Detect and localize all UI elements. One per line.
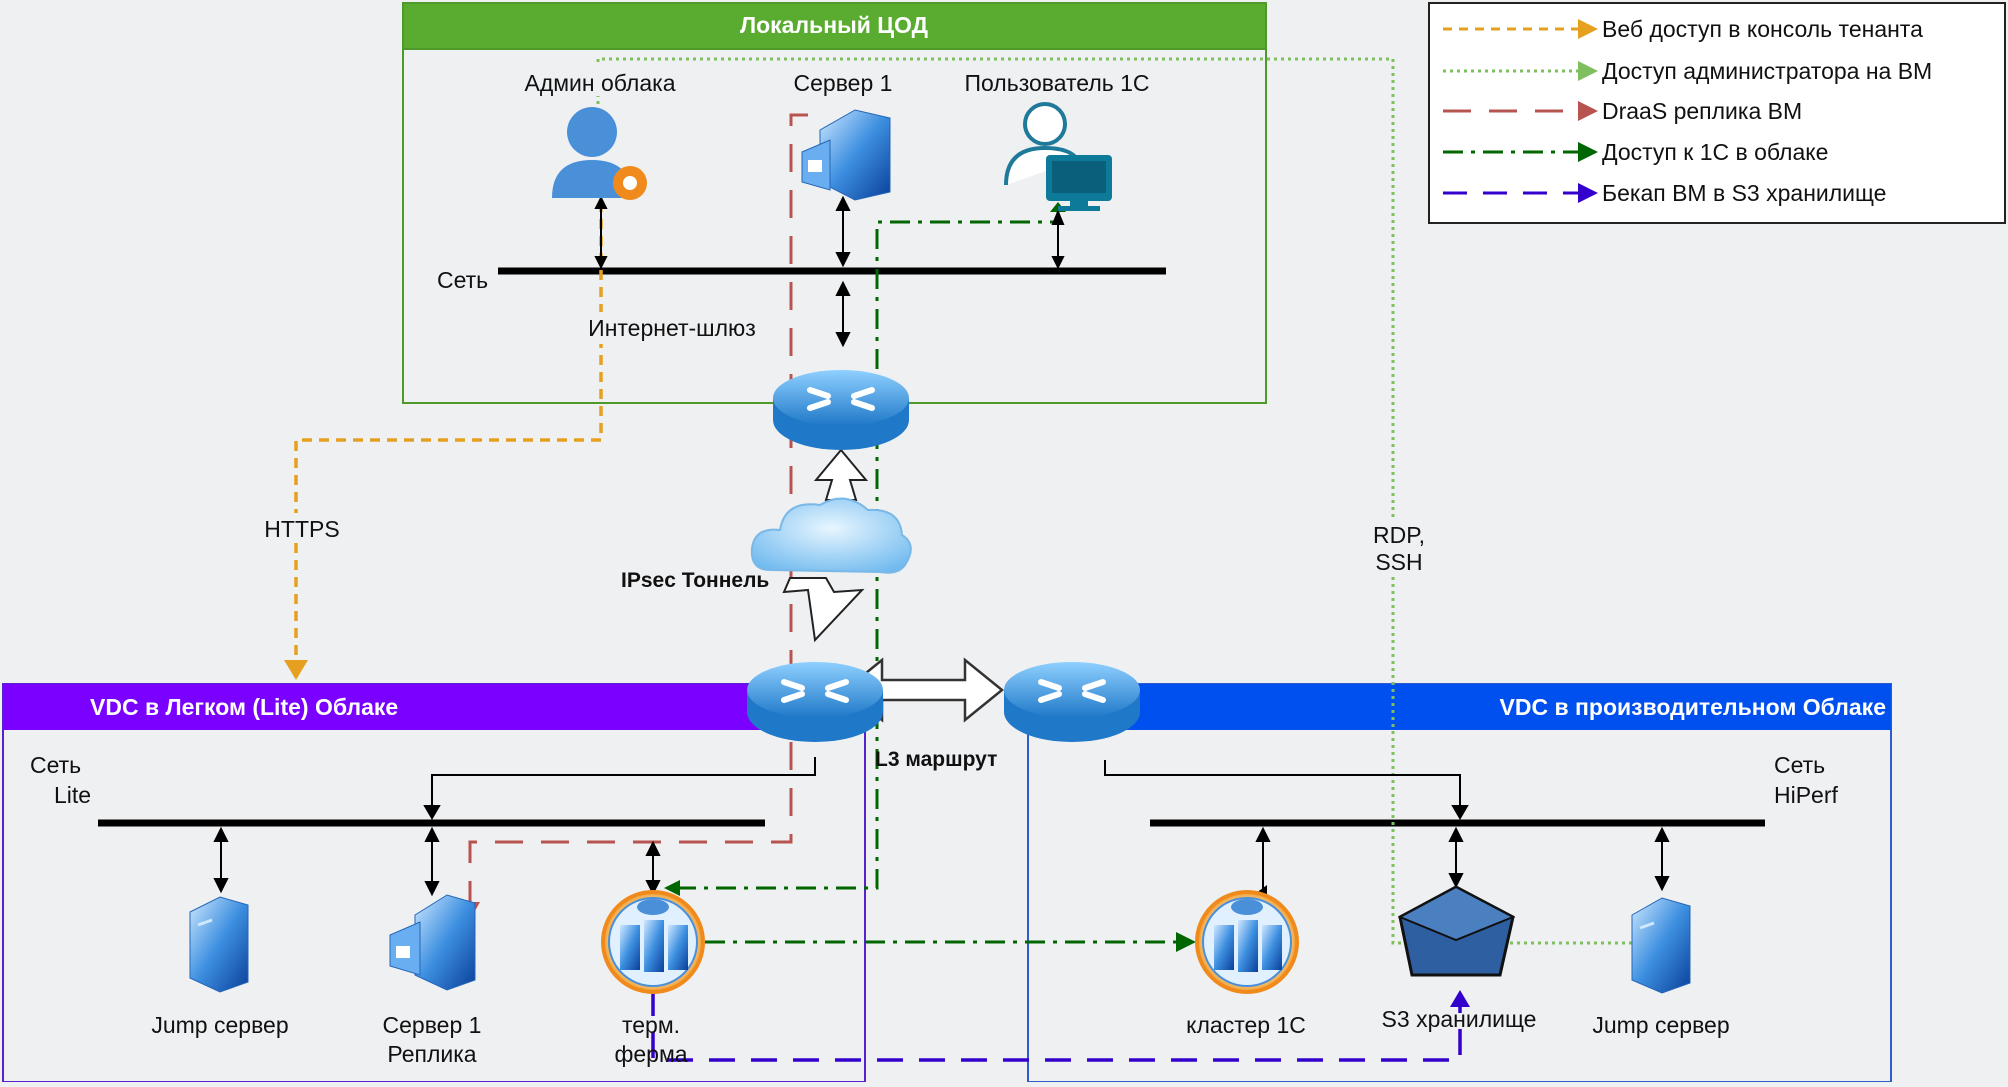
- cluster-label: кластер 1С: [1186, 1012, 1306, 1038]
- lite-router-icon: [747, 662, 883, 742]
- legend-item-backup: Бекап ВМ в S3 хранилище: [1602, 180, 1886, 206]
- hiperf-jump-label: Jump сервер: [1592, 1012, 1729, 1038]
- lite-links: [213, 757, 816, 897]
- lite-jump-server-icon: [189, 896, 249, 993]
- legend-item-admin: Доступ администратора на ВМ: [1602, 58, 1932, 84]
- legend-item-draas: DraaS реплика ВМ: [1602, 98, 1802, 124]
- https-label: HTTPS: [264, 516, 339, 542]
- l3-route-label: L3 маршрут: [875, 748, 997, 771]
- server1-icon: [801, 109, 891, 201]
- hiperf-network-label-1: Сеть: [1774, 752, 1825, 778]
- s3-label: S3 хранилище: [1382, 1006, 1537, 1032]
- farm-label-1: терм.: [622, 1012, 680, 1038]
- hiperf-vdc-title: VDC в производительном Облаке: [1500, 694, 1886, 720]
- cluster-1c-icon: [1195, 890, 1299, 994]
- terminal-farm-icon: [601, 890, 705, 994]
- replica-label-2: Реплика: [387, 1041, 476, 1067]
- local-dc-title: Локальный ЦОД: [740, 12, 928, 38]
- hiperf-links: [1104, 760, 1670, 905]
- local-dc-container: Локальный ЦОД: [402, 2, 1267, 404]
- internet-cloud-icon: [750, 497, 912, 574]
- farm-label-2: ферма: [614, 1041, 687, 1067]
- rdp-label: RDP,: [1373, 522, 1425, 548]
- lite-vdc-title: VDC в Легком (Lite) Облаке: [90, 694, 398, 720]
- admin-user-icon: [552, 107, 647, 200]
- lite-network-label-1: Сеть: [30, 752, 81, 778]
- s3-storage-icon: [1397, 885, 1516, 977]
- user-1c-label: Пользователь 1С: [964, 70, 1149, 96]
- admin-label: Админ облака: [524, 70, 675, 96]
- local-network-label: Сеть: [437, 267, 488, 293]
- user-1c-icon: [1004, 102, 1112, 211]
- replica-server-icon: [389, 894, 476, 991]
- lite-network-label-2: Lite: [54, 782, 91, 808]
- hiperf-router-icon: [1004, 662, 1140, 742]
- backup-flow: [651, 990, 1470, 1062]
- replica-label-1: Сервер 1: [383, 1012, 482, 1038]
- gateway-label: Интернет-шлюз: [588, 315, 756, 341]
- draas-flow: [460, 113, 808, 920]
- legend-item-web: Веб доступ в консоль тенанта: [1602, 16, 1923, 42]
- lite-jump-label: Jump сервер: [151, 1012, 288, 1038]
- local-router-icon: [773, 370, 909, 450]
- ipsec-label: IPsec Тоннель: [621, 569, 769, 592]
- hiperf-jump-server-icon: [1631, 897, 1691, 994]
- local-links: [594, 195, 1065, 348]
- legend: Веб доступ в консоль тенанта Доступ адми…: [1428, 2, 2006, 224]
- ssh-label: SSH: [1375, 549, 1422, 575]
- hiperf-network-label-2: HiPerf: [1774, 782, 1839, 808]
- legend-item-1c: Доступ к 1С в облаке: [1602, 139, 1828, 165]
- server1-label: Сервер 1: [794, 70, 893, 96]
- hiperf-vdc-container: VDC в производительном Облаке: [1027, 683, 1892, 1083]
